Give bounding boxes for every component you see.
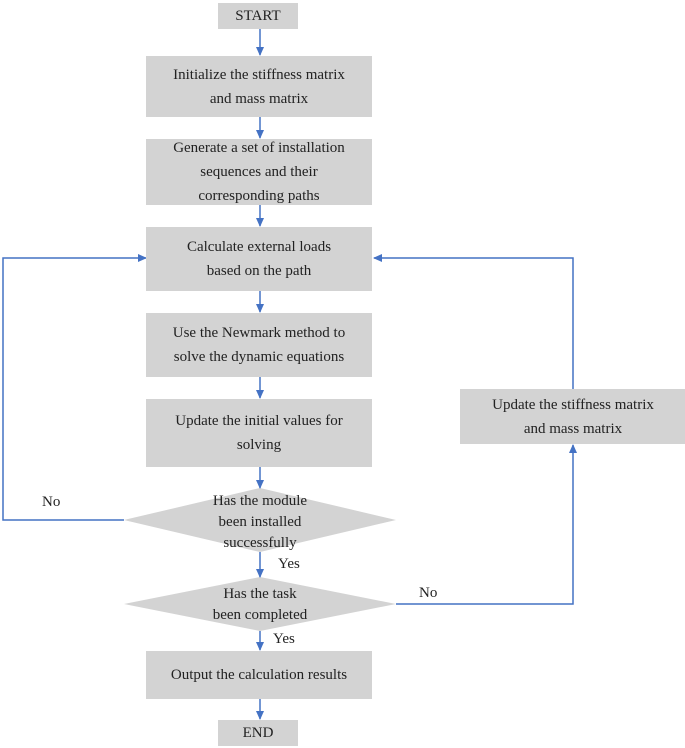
arrow-no-task-to-update (396, 444, 577, 605)
generate-label: Generate a set of installation sequences… (173, 140, 345, 204)
generate-step: Generate a set of installation sequences… (146, 139, 372, 205)
calculate-label: Calculate external loads based on the pa… (186, 239, 332, 279)
output-label: Output the calculation results (170, 667, 348, 683)
decision-task-label: Has the task been completed (212, 586, 308, 623)
no-label-left: No (42, 494, 61, 510)
decision-module-label: Has the module been installed successful… (212, 493, 308, 551)
newmark-step: Use the Newmark method to solve the dyna… (146, 313, 372, 377)
arrow-no-module-loop (2, 254, 147, 521)
update-matrix-step: Update the stiffness matrix and mass mat… (460, 389, 685, 444)
update-initial-step: Update the initial values for solving (146, 399, 372, 467)
no-label-right: No (419, 585, 438, 601)
arrow-update-matrix-to-calculate (373, 254, 574, 389)
start-label: START (235, 8, 281, 24)
init-step: Initialize the stiffness matrix and mass… (146, 56, 372, 117)
decision-module-diamond (124, 488, 396, 552)
init-label: Initialize the stiffness matrix and mass… (173, 66, 345, 107)
update-initial-label: Update the initial values for solving (175, 413, 343, 453)
update-matrix-label: Update the stiffness matrix and mass mat… (492, 396, 654, 437)
decision-task-diamond (124, 577, 396, 631)
end-label: END (242, 725, 274, 741)
calculate-step: Calculate external loads based on the pa… (146, 227, 372, 291)
yes-label-module: Yes (278, 556, 300, 572)
output-step: Output the calculation results (146, 651, 372, 699)
newmark-label: Use the Newmark method to solve the dyna… (172, 325, 346, 365)
end-terminal: END (218, 720, 298, 746)
yes-label-task: Yes (273, 631, 295, 647)
start-terminal: START (218, 3, 298, 29)
